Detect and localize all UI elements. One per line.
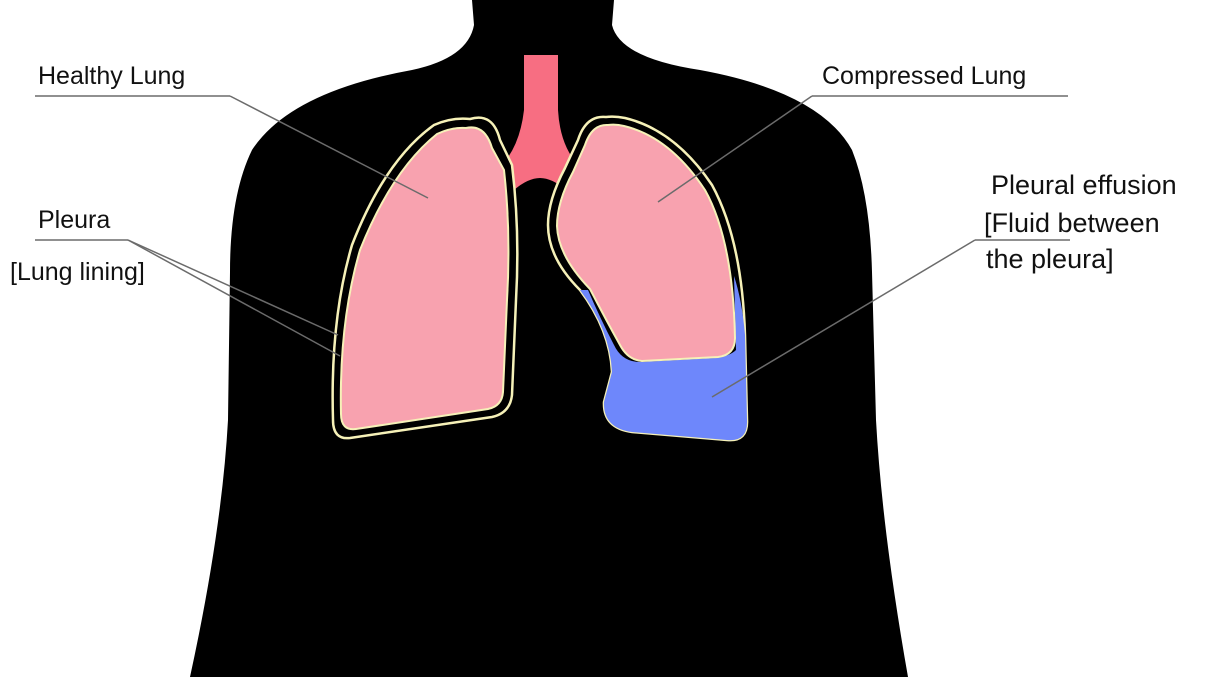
healthy-lung-label: Healthy Lung [38, 64, 185, 89]
pleural-effusion-label: Pleural effusion [991, 172, 1177, 199]
lung-lining-label: [Lung lining] [10, 260, 145, 285]
the-pleura-label: the pleura] [986, 246, 1114, 273]
pleura-label: Pleura [38, 208, 110, 233]
compressed-lung-label: Compressed Lung [822, 64, 1026, 89]
fluid-between-label: [Fluid between [984, 210, 1160, 237]
